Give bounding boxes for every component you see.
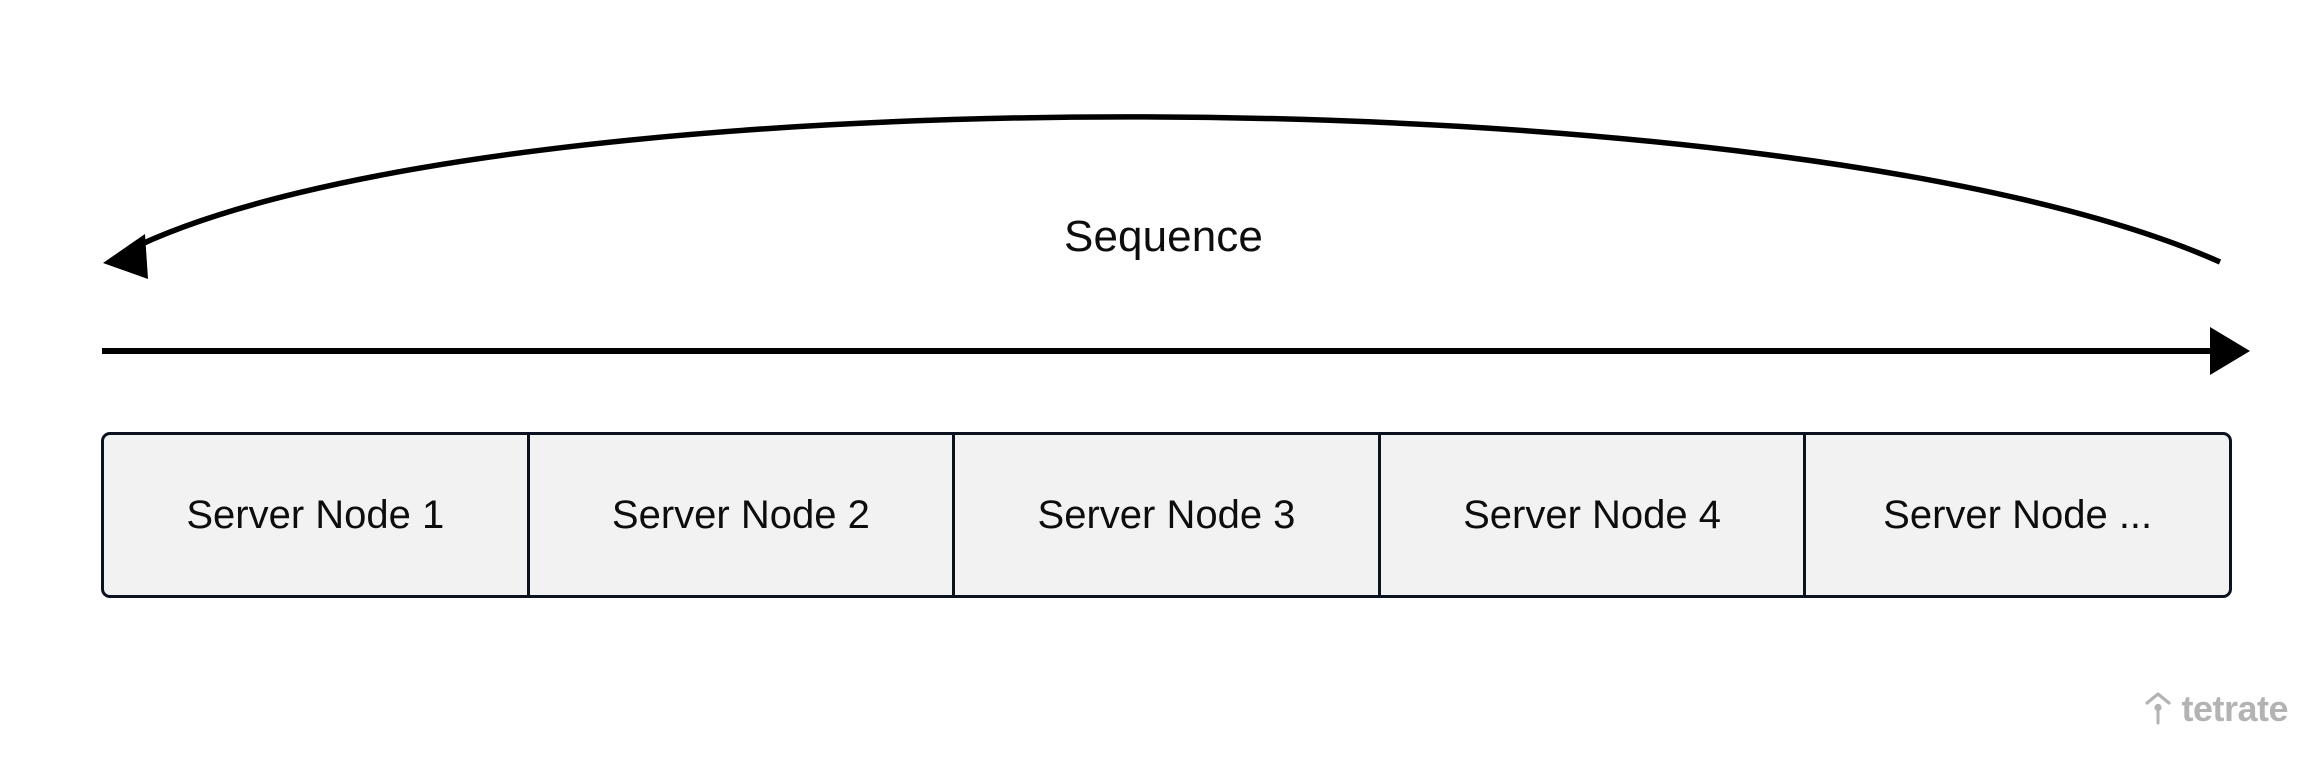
server-node-cell-3[interactable]: Server Node 3 xyxy=(955,435,1381,595)
server-node-label-5: Server Node ... xyxy=(1883,493,2153,537)
server-node-cell-1[interactable]: Server Node 1 xyxy=(104,435,530,595)
server-node-table: Server Node 1 Server Node 2 Server Node … xyxy=(101,432,2232,598)
server-node-label-1: Server Node 1 xyxy=(186,493,445,537)
sequence-label-text: Sequence xyxy=(1064,212,1263,261)
tetrate-wordmark: tetrate xyxy=(2181,688,2288,729)
server-node-cell-2[interactable]: Server Node 2 xyxy=(530,435,956,595)
server-node-label-3: Server Node 3 xyxy=(1037,493,1296,537)
server-node-cell-4[interactable]: Server Node 4 xyxy=(1381,435,1807,595)
server-node-label-4: Server Node 4 xyxy=(1463,493,1722,537)
tetrate-arrow-pin-icon xyxy=(2145,692,2172,725)
tetrate-logo: tetrate xyxy=(2144,688,2288,730)
sequence-straight-arrow-head xyxy=(2210,327,2250,375)
server-node-cell-5[interactable]: Server Node ... xyxy=(1806,435,2229,595)
sequence-label: Sequence xyxy=(0,208,2324,266)
server-node-label-2: Server Node 2 xyxy=(611,493,870,537)
